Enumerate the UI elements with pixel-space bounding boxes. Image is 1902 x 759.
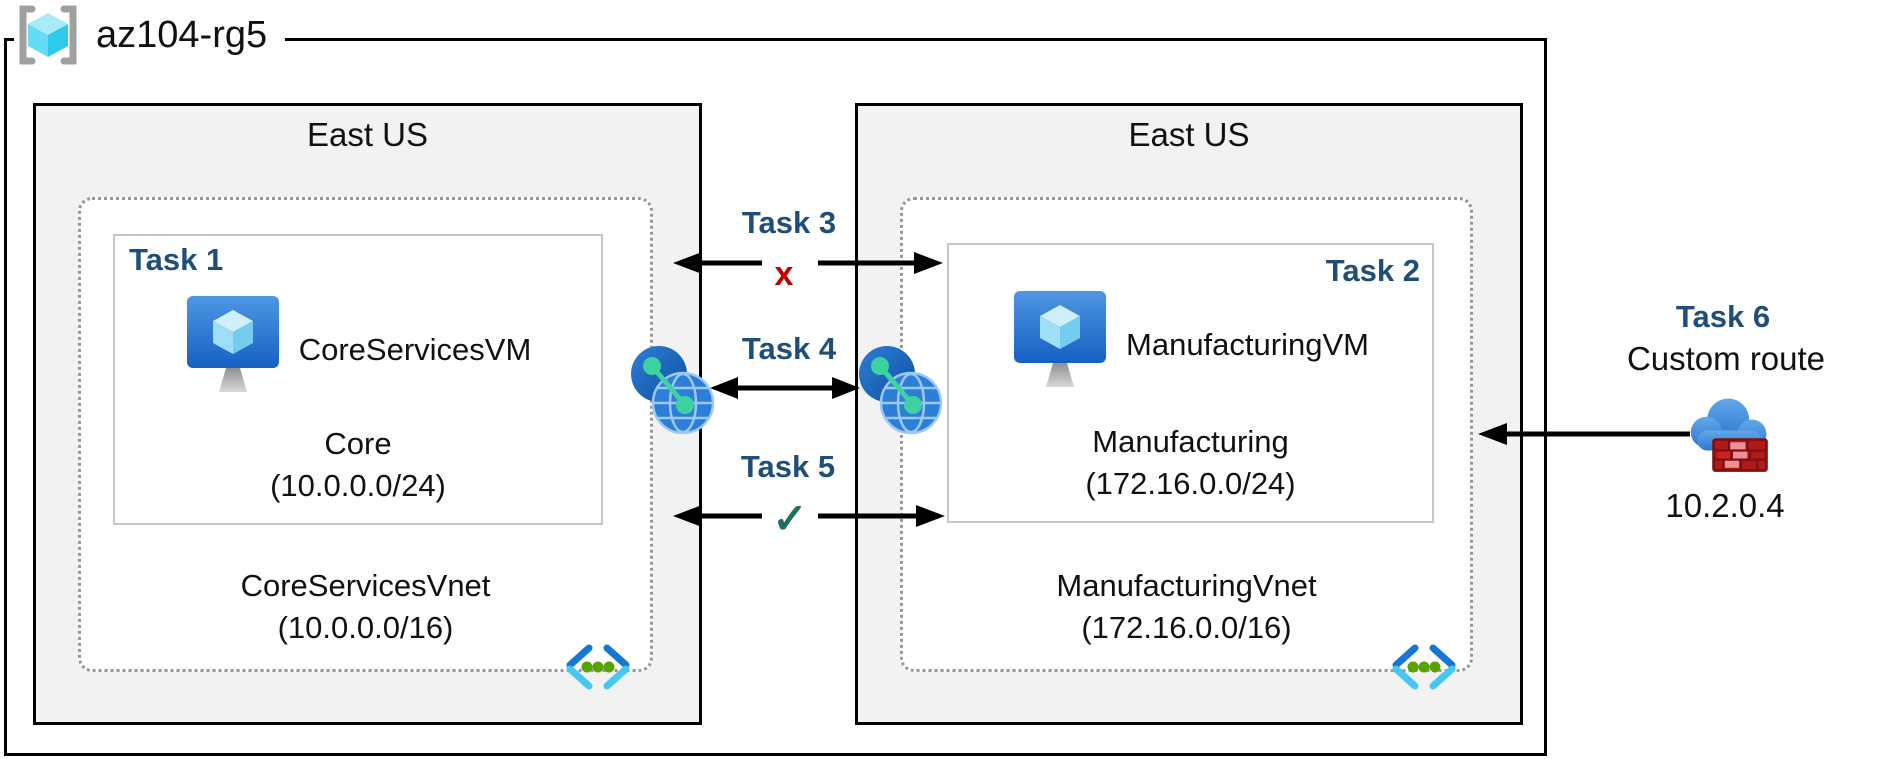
resource-group-label: az104-rg5 xyxy=(14,2,286,68)
task3-label: Task 3 xyxy=(741,205,837,240)
task5-allowed-check: ✓ xyxy=(772,495,808,542)
task3-blocked-x: x xyxy=(774,255,794,293)
virtual-machine-icon xyxy=(1014,291,1107,387)
vm-coreservices-name: CoreServicesVM xyxy=(298,332,532,367)
nva-ip-address: 10.2.0.4 xyxy=(1665,487,1785,524)
subnet-manufacturing-name: Manufacturing (172.16.0.0/24) xyxy=(949,421,1432,505)
task1-label: Task 1 xyxy=(129,242,224,277)
vnet-coreservices-label: CoreServicesVnet xyxy=(240,568,491,603)
virtual-machine-icon xyxy=(186,296,279,392)
subnet-box-core: Task 1 CoreServicesVM Core xyxy=(113,234,603,525)
nva-cloud-firewall-icon xyxy=(1690,398,1768,472)
firewall-bricks xyxy=(1712,438,1768,472)
vnet-peering-icon-left xyxy=(631,346,714,435)
vm-row-coreservices: CoreServicesVM xyxy=(115,294,601,396)
vm-manufacturing-name: ManufacturingVM xyxy=(1126,327,1369,362)
region-right-title: East US xyxy=(1128,116,1250,153)
task4-label: Task 4 xyxy=(741,331,837,366)
virtual-network-icon xyxy=(1392,644,1456,690)
region-left-title: East US xyxy=(306,116,429,153)
vm-row-manufacturing: ManufacturingVM xyxy=(949,289,1432,391)
subnet-manufacturing-label: Manufacturing xyxy=(1092,424,1289,459)
virtual-network-icon xyxy=(566,644,630,690)
vnet-coreservices-cidr: (10.0.0.0/16) xyxy=(277,610,454,645)
subnet-core-name: Core (10.0.0.0/24) xyxy=(115,423,601,507)
vnet-coreservices-name: CoreServicesVnet (10.0.0.0/16) xyxy=(81,565,650,649)
custom-route-label: Custom route xyxy=(1626,340,1826,377)
subnet-box-manufacturing: Task 2 ManufacturingVM Man xyxy=(947,243,1434,523)
vnet-manufacturing-cidr: (172.16.0.0/16) xyxy=(1081,610,1292,645)
task2-label: Task 2 xyxy=(1325,253,1420,288)
subnet-core-label: Core xyxy=(324,426,392,461)
resource-group-name: az104-rg5 xyxy=(96,13,268,56)
vnet-manufacturing-name: ManufacturingVnet (172.16.0.0/16) xyxy=(903,565,1470,649)
vnet-peering-icon-right xyxy=(859,346,942,435)
task6-label: Task 6 xyxy=(1675,299,1771,334)
resource-group-icon xyxy=(19,5,77,65)
subnet-core-cidr: (10.0.0.0/24) xyxy=(270,468,446,503)
vnet-manufacturing-label: ManufacturingVnet xyxy=(1056,568,1317,603)
task5-label: Task 5 xyxy=(740,449,836,484)
subnet-manufacturing-cidr: (172.16.0.0/24) xyxy=(1085,466,1296,501)
